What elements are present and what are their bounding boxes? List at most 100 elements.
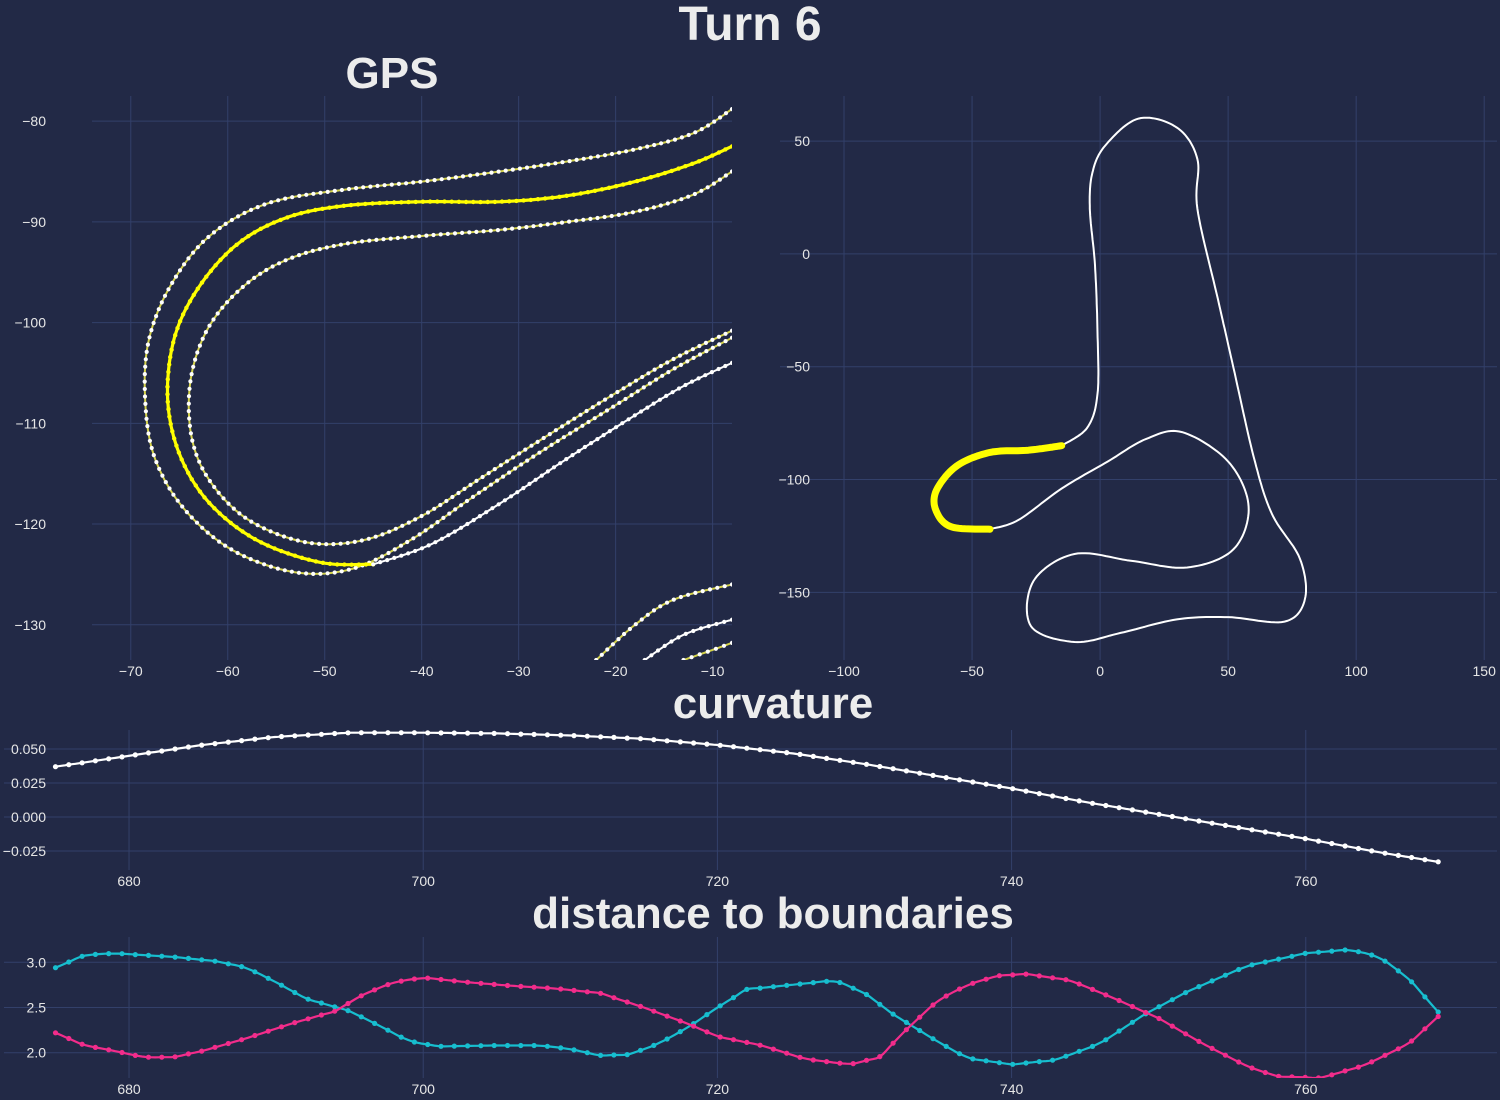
gps-racing-line-point [384,200,390,205]
gps-outer-boundary-point [580,423,585,428]
distance-to-boundaries-series-1-point [265,1028,271,1034]
gps-inner-boundary-point [509,226,515,231]
gps-outer-boundary-point [588,155,593,160]
gps-outer-boundary-point [146,431,151,436]
gps-racing-line-point [528,197,533,203]
gps-outer-boundary-point [223,543,228,548]
gps-racing-line-point [278,217,283,223]
gps-next-inner-boundary-point [729,640,732,645]
distance-to-boundaries-series-1-point [385,982,391,988]
distance-to-boundaries-series-0-point [850,985,856,991]
gps-outer-boundary-point [476,490,482,495]
gps-racing-line-point [306,209,311,214]
gps-racing-line-point [234,525,239,530]
gps-racing-line-point [299,211,304,216]
distance-to-boundaries-series-1-point [106,1047,112,1053]
gps-outer-boundary-point [631,147,636,152]
gps-inner-boundary-point [258,271,263,276]
distance-to-boundaries-series-0-point [66,959,72,965]
gps-inner-boundary-point [495,228,500,233]
gps-racing-line-point [334,204,339,209]
distance-to-boundaries-series-1-point [1076,981,1082,987]
gps-racing-line-point [271,220,277,225]
curvature-series-0-point [611,734,617,741]
distance-to-boundaries-series-1-point [145,1054,152,1060]
gps-outer-boundary-point [195,245,200,250]
distance-to-boundaries-series-1-point [704,1029,710,1035]
gps-inner-boundary-point [402,235,408,240]
y-tick-label: 2.5 [27,1000,47,1016]
distance-to-boundaries-series-1-point [92,1044,98,1050]
gps-racing-line-point [620,182,626,187]
distance-to-boundaries-series-0-point [478,1043,484,1049]
gps-outer-boundary-point [304,192,309,197]
curvature-series-0-point [744,745,750,751]
distance-to-boundaries-series-0-point [903,1019,910,1025]
curvature-series-0-point [677,739,683,745]
gps-title: GPS [346,49,439,98]
gps-next-driven-line-point [706,624,711,629]
distance-to-boundaries-series-0-point [1329,948,1335,954]
gps-racing-line-point [285,551,291,556]
y-tick-label: −90 [22,214,46,230]
gps-inner-boundary-point [460,230,465,235]
gps-outer-boundary-point [262,202,267,207]
gps-inner-boundary-point [400,523,405,528]
gps-inner-boundary-point [302,540,307,545]
gps-outer-boundary-point [177,268,183,273]
gps-inner-boundary-point [288,536,293,541]
distance-to-boundaries-series-0-point [837,979,843,986]
distance-to-boundaries-series-0-point [1169,997,1175,1003]
distance-to-boundaries-series-1-point [345,1000,351,1007]
curvature-series-0-point [877,763,883,770]
distance-to-boundaries-series-1-point [677,1018,683,1024]
gps-outer-boundary-point [581,156,586,161]
distance-to-boundaries-series-0-point [863,991,870,998]
gps-inner-boundary-point [452,231,458,236]
curvature-series-0-point [504,731,511,737]
gps-inner-boundary-point [432,506,437,511]
gps-next-outer-boundary-point [671,597,676,602]
gps-next-inner-boundary-point [713,646,719,651]
gps-inner-boundary-point [658,203,663,208]
gps-inner-boundary-point [609,393,614,398]
distance-to-boundaries-series-1-point [1329,1072,1335,1078]
gps-racing-line-point [186,470,191,475]
gps-next-driven-line-point [691,628,696,634]
gps-driven-line-point [439,536,444,541]
gps-inner-boundary-point [190,438,195,443]
gps-inner-boundary-point [705,185,710,190]
distance-to-boundaries-series-0-point [1355,949,1361,955]
distance-to-boundaries-series-0-point [305,996,311,1002]
curvature-series-0-point [890,766,896,772]
gps-inner-boundary-point [317,541,322,547]
gps-outer-boundary-point [276,198,281,203]
distance-to-boundaries-series-0-point [704,1012,710,1018]
gps-racing-line-point [716,150,722,155]
gps-driven-line-point [446,533,451,538]
gps-outer-boundary-point [652,142,657,148]
distance-to-boundaries-series-0-point [1369,952,1375,958]
x-tick-label: 760 [1294,1081,1318,1097]
curvature-series-0-point [797,751,803,758]
gps-next-outer-boundary-point [707,587,713,592]
gps-outer-boundary-point [568,431,573,436]
gps-racing-line-point [327,561,333,566]
gps-inner-boundary-point [220,305,225,310]
gps-outer-boundary-point [647,381,653,386]
gps-outer-boundary-point [142,379,147,384]
gps-next-outer-boundary-point [633,622,638,627]
distance-to-boundaries-series-0-point [1382,958,1388,964]
gps-outer-boundary-point [482,486,488,491]
gps-next-inner-boundary-point [705,649,710,654]
gps-inner-boundary-point [517,451,522,456]
gps-racing-line-point [306,557,311,562]
distance-to-boundaries-series-0-point [212,958,218,964]
gps-outer-boundary-point [180,504,185,509]
gps-inner-boundary-point [697,343,702,349]
curvature-series-0-point [1089,800,1096,806]
curvature-series-0-point [1129,807,1135,813]
curvature-series-0-point [1143,809,1149,815]
gps-next-inner-boundary-point [689,655,694,660]
distance-to-boundaries-series-0-point [1023,1060,1029,1066]
